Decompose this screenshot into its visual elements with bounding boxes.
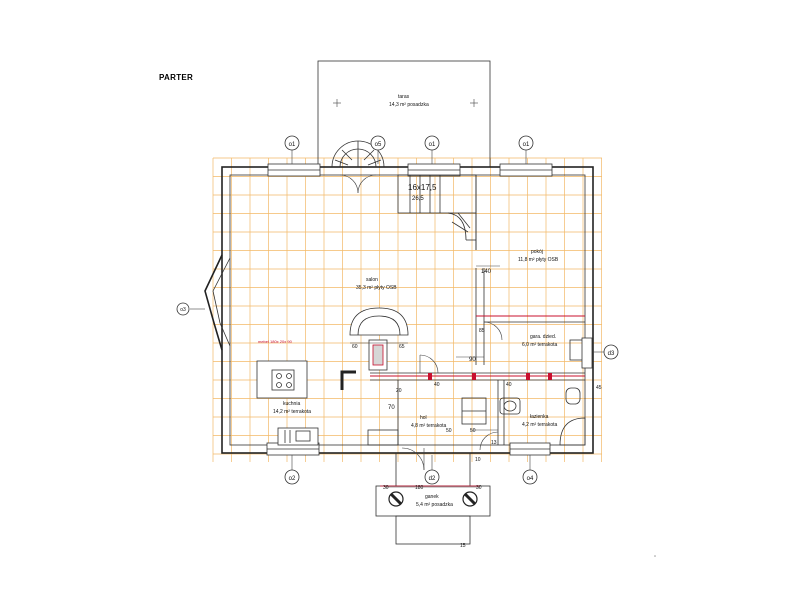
outer-wall xyxy=(221,166,594,454)
room-label-ganek: ganek 5,4 m² posadzka xyxy=(416,494,453,508)
svg-text:d2: d2 xyxy=(429,476,436,482)
marker-o1-mid: o1 xyxy=(424,135,440,151)
svg-text:10: 10 xyxy=(475,457,481,463)
room-label-stair: 16x17,5 26,5 xyxy=(408,183,437,202)
hall-cabinet xyxy=(461,397,487,425)
svg-text:60: 60 xyxy=(352,344,358,350)
svg-text:50: 50 xyxy=(446,428,452,434)
svg-text:o1: o1 xyxy=(523,142,530,148)
window-d3 xyxy=(581,337,593,369)
svg-text:70: 70 xyxy=(388,405,395,411)
svg-text:4,8 m² terrakota: 4,8 m² terrakota xyxy=(411,423,447,429)
svg-text:o1: o1 xyxy=(289,142,296,148)
svg-text:ganek: ganek xyxy=(425,494,439,500)
svg-text:20: 20 xyxy=(396,388,402,394)
svg-text:14,2 m² terrakota: 14,2 m² terrakota xyxy=(273,409,311,415)
svg-text:hol: hol xyxy=(420,415,427,421)
bathroom-fixtures xyxy=(499,387,586,446)
window-top-mid xyxy=(407,163,461,177)
svg-text:4,2 m² terrakota: 4,2 m² terrakota xyxy=(522,422,558,428)
svg-text:5,4 m² posadzka: 5,4 m² posadzka xyxy=(416,502,453,508)
bay-window xyxy=(204,254,223,351)
svg-text:o3: o3 xyxy=(180,307,186,313)
window-top-left xyxy=(267,163,321,177)
svg-text:13: 13 xyxy=(491,440,497,446)
svg-text:kuchnia: kuchnia xyxy=(283,401,300,407)
svg-text:30: 30 xyxy=(476,485,482,491)
svg-text:o5: o5 xyxy=(375,142,382,148)
marker-o1-right: o1 xyxy=(518,135,534,151)
spiral-stair xyxy=(331,140,385,168)
svg-text:140: 140 xyxy=(481,269,492,275)
svg-text:11,8 m² płyty OSB: 11,8 m² płyty OSB xyxy=(518,257,559,263)
svg-text:45: 45 xyxy=(596,385,602,391)
marker-o4: o4 xyxy=(522,469,538,485)
kitchen-counter xyxy=(277,427,399,446)
door-entrance xyxy=(401,447,425,471)
svg-text:26,5: 26,5 xyxy=(412,196,424,202)
room-label-pokoj: pokój 11,8 m² płyty OSB xyxy=(518,249,559,263)
main-staircase xyxy=(397,174,477,250)
porch-column-left xyxy=(388,491,404,507)
door-bath xyxy=(479,431,499,451)
floor-title: PARTER xyxy=(159,73,194,82)
svg-text:40: 40 xyxy=(434,382,440,388)
svg-text:o1: o1 xyxy=(429,142,436,148)
room-label-lazienka: łazienka 4,2 m² terrakota xyxy=(522,414,558,428)
svg-text:14,3 m² posadzka: 14,3 m² posadzka xyxy=(389,102,429,108)
window-top-right xyxy=(499,163,553,177)
svg-text:180: 180 xyxy=(415,485,424,491)
window-bottom-right xyxy=(509,442,551,456)
wall-markers xyxy=(428,373,552,380)
porch-column-right xyxy=(462,491,478,507)
room-label-kuchnia: kuchnia 14,2 m² terrakota xyxy=(273,401,311,415)
furniture-note: mebel 180x 20x 90 xyxy=(258,339,293,344)
svg-text:90: 90 xyxy=(469,357,476,363)
room-label-garderoba: gara. dzied. 6,0 m² terrakota xyxy=(522,334,558,348)
svg-text:30: 30 xyxy=(383,485,389,491)
svg-text:50: 50 xyxy=(470,428,476,434)
svg-text:pokój: pokój xyxy=(531,249,543,255)
marker-o3: o3 xyxy=(176,302,190,316)
marker-o5: o5 xyxy=(370,135,386,151)
door-room xyxy=(483,321,503,341)
svg-text:65: 65 xyxy=(399,344,405,350)
svg-text:35,3 m² płyty OSB: 35,3 m² płyty OSB xyxy=(356,285,397,291)
svg-text:85: 85 xyxy=(479,328,485,334)
chimney-corner xyxy=(340,370,356,390)
svg-text:o2: o2 xyxy=(289,476,296,482)
room-label-salon: salon 35,3 m² płyty OSB xyxy=(356,277,397,291)
marker-o2-left: o2 xyxy=(284,469,300,485)
svg-text:salon: salon xyxy=(366,277,378,283)
svg-text:d3: d3 xyxy=(608,351,615,357)
double-door-terrace xyxy=(339,174,377,194)
terrace-lamp-left xyxy=(333,99,341,107)
fireplace xyxy=(349,307,409,371)
svg-text:łazienka: łazienka xyxy=(530,414,549,420)
svg-text:o4: o4 xyxy=(527,476,534,482)
room-label-terrace: taras 14,3 m² posadzka xyxy=(389,94,429,108)
svg-text:15: 15 xyxy=(460,543,466,549)
marker-d2: d2 xyxy=(424,469,440,485)
svg-text:6,0 m² terrakota: 6,0 m² terrakota xyxy=(522,342,558,348)
svg-text:taras: taras xyxy=(398,94,410,100)
svg-text:40: 40 xyxy=(506,382,512,388)
dimension-labels: 140 85 90 65 60 70 40 40 50 50 13 10 180… xyxy=(352,269,602,549)
porch xyxy=(375,453,491,545)
door-hall xyxy=(419,354,439,374)
marker-d3: d3 xyxy=(603,344,619,360)
room-label-hol: hol 4,8 m² terrakota xyxy=(411,415,447,429)
marker-o1-left: o1 xyxy=(284,135,300,151)
kitchen-island xyxy=(256,360,308,399)
terrace-lamp-right xyxy=(470,99,478,107)
svg-text:16x17,5: 16x17,5 xyxy=(408,183,437,192)
svg-text:gara. dzied.: gara. dzied. xyxy=(530,334,556,340)
terrace-outline xyxy=(317,60,491,168)
